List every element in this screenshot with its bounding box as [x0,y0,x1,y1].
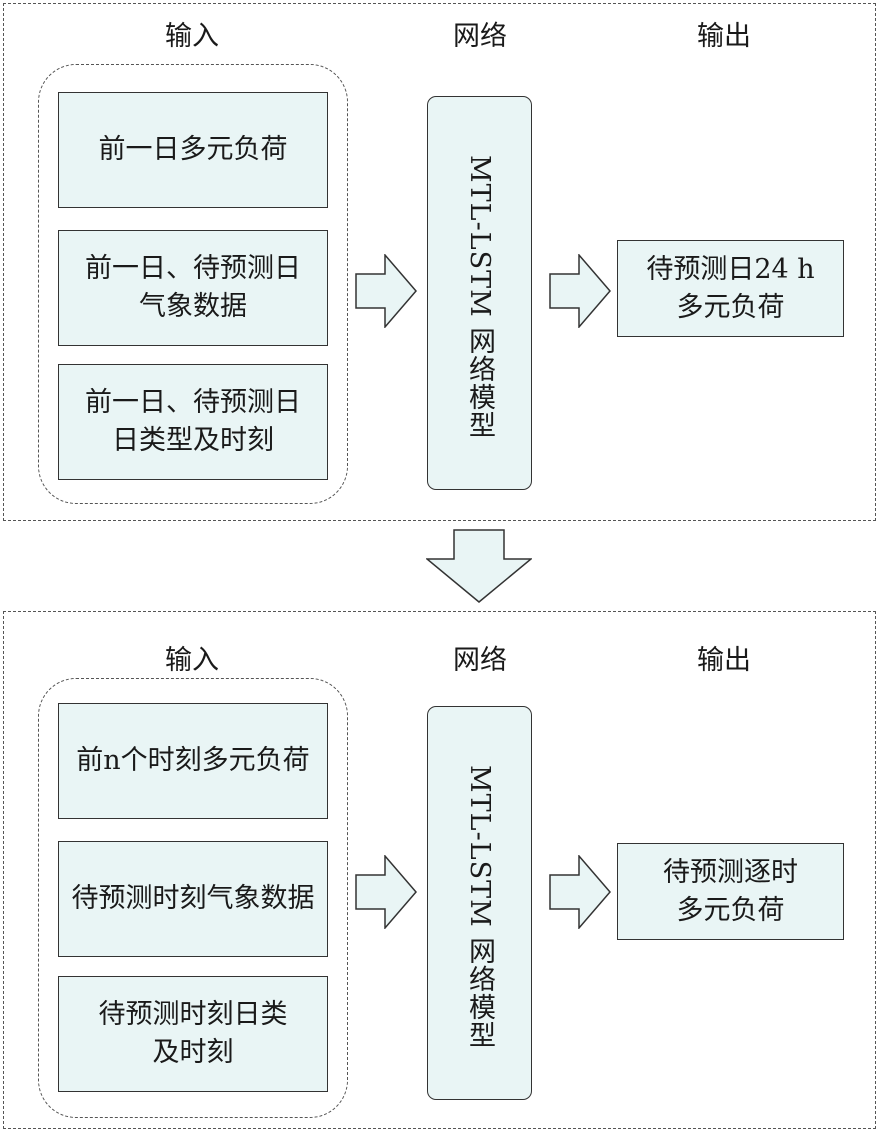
input-box: 前一日、待预测日 日类型及时刻 [58,364,328,480]
network-to-output-arrow [549,254,611,328]
panel-hour-ahead [3,611,876,1129]
input-to-network-arrow [355,254,417,328]
input-header: 输入 [165,21,219,52]
input-to-network-arrow [355,855,417,929]
network-box: MTL-LSTM 网络模型 [427,96,532,490]
network-header: 网络 [453,21,507,52]
output-box: 待预测日24 h 多元负荷 [617,240,844,337]
network-label: MTL-LSTM 网络模型 [464,765,495,1050]
input-box: 待预测时刻日类 及时刻 [58,976,328,1092]
network-header: 网络 [453,645,507,676]
input-box: 前一日多元负荷 [58,92,328,208]
network-label: MTL-LSTM 网络模型 [464,155,495,440]
input-group [38,678,348,1118]
input-box: 待预测时刻气象数据 [58,841,328,957]
input-header: 输入 [165,645,219,676]
down-arrow [426,529,532,603]
output-box: 待预测逐时 多元负荷 [617,843,844,940]
input-box: 前n个时刻多元负荷 [58,703,328,819]
output-header: 输出 [697,21,751,52]
output-header: 输出 [697,645,751,676]
network-box: MTL-LSTM 网络模型 [427,706,532,1100]
panel-day-ahead [3,3,876,521]
input-box: 前一日、待预测日 气象数据 [58,230,328,346]
input-group [38,64,348,504]
network-to-output-arrow [549,855,611,929]
